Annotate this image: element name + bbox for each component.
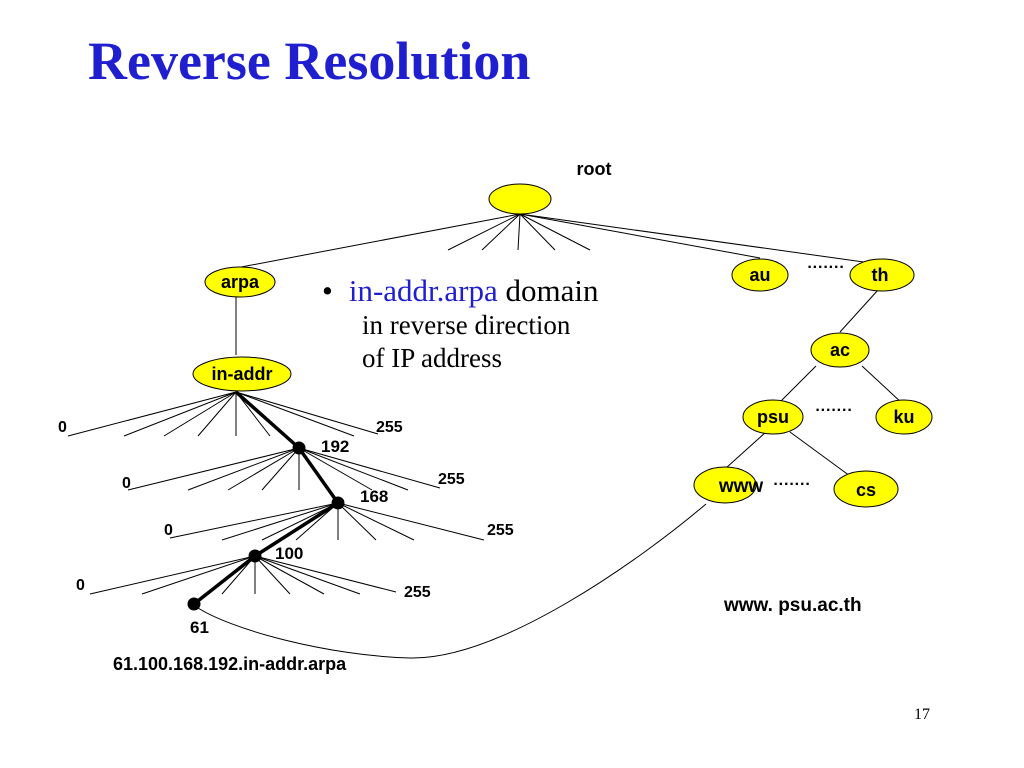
page-number: 17: [914, 706, 930, 723]
level4-first-label: 0: [76, 577, 85, 594]
node-in-addr: in-addr: [192, 356, 292, 392]
node-psu: psu: [742, 399, 804, 435]
level2-selected-label: 168: [360, 487, 388, 506]
bullet-dot: •: [322, 273, 333, 308]
node-root-label: root: [577, 159, 612, 179]
psu-ku-ellipsis: ·······: [815, 402, 852, 419]
www-cs-ellipsis: ·······: [773, 476, 810, 493]
level3-last-label: 255: [487, 522, 514, 539]
bullet-block: • in-addr.arpa domain in reverse directio…: [322, 272, 599, 374]
node-th: th: [849, 258, 915, 292]
bullet-line-1: • in-addr.arpa domain: [322, 272, 599, 309]
node-ac: ac: [810, 332, 870, 368]
node-cs-label: cs: [856, 480, 876, 500]
node-ku-label: ku: [893, 407, 914, 427]
node-th-label: th: [872, 265, 889, 285]
node-168: [331, 496, 345, 510]
level3-first-label: 0: [164, 522, 173, 539]
node-psu-label: psu: [757, 407, 789, 427]
level4-last-label: 255: [404, 584, 431, 601]
node-cs: cs: [833, 470, 899, 508]
forward-name-label: www. psu.ac.th: [723, 595, 862, 616]
node-www: www: [693, 466, 764, 504]
node-www-label: www: [718, 476, 764, 497]
level1-last-label: 255: [376, 419, 403, 436]
node-arpa: arpa: [204, 266, 276, 298]
node-61: [187, 597, 201, 611]
tree-edges: [67, 213, 904, 659]
au-th-ellipsis: ·······: [807, 259, 844, 276]
level3-selected-label: 100: [275, 544, 303, 563]
level1-selected-label: 192: [321, 437, 349, 456]
node-100: [248, 549, 262, 563]
bullet-line-2: in reverse direction: [362, 310, 571, 341]
level1-first-label: 0: [58, 419, 67, 436]
slide-title: Reverse Resolution: [88, 31, 531, 91]
level4-selected-label: 61: [190, 618, 209, 637]
level2-last-label: 255: [438, 471, 465, 488]
bullet-line-3: of IP address: [362, 342, 502, 373]
node-in-addr-label: in-addr: [212, 364, 273, 384]
level2-first-label: 0: [122, 475, 131, 492]
reverse-name-label: 61.100.168.192.in-addr.arpa: [113, 654, 347, 674]
node-ku: ku: [875, 399, 933, 435]
node-root: root: [488, 159, 612, 215]
node-au-label: au: [749, 265, 770, 285]
bullet-rest: domain: [505, 273, 599, 308]
node-192: [292, 441, 306, 455]
node-ac-label: ac: [830, 340, 850, 360]
bullet-highlight: in-addr.arpa: [348, 273, 498, 308]
node-arpa-label: arpa: [221, 272, 260, 292]
reverse-lookup-path: [192, 390, 340, 606]
node-au: au: [731, 258, 789, 292]
